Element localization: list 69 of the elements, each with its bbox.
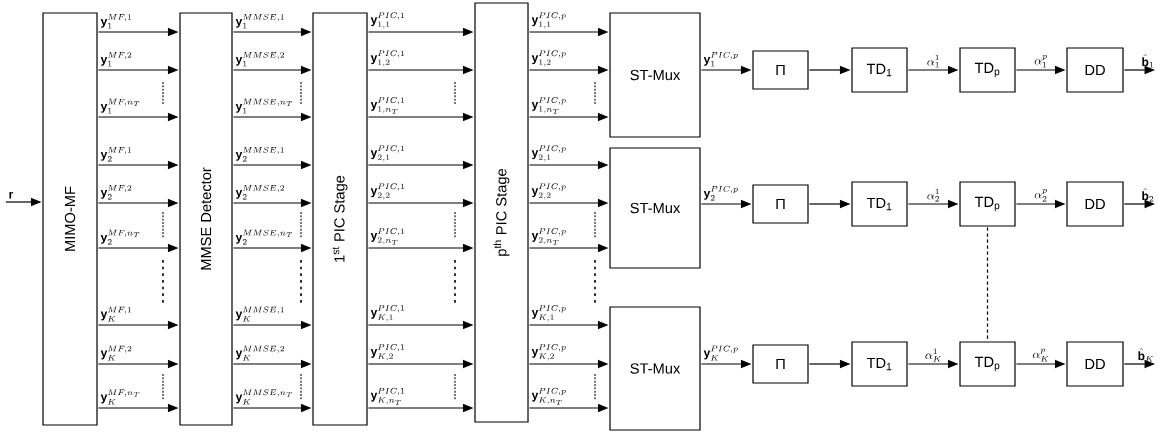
edge-label: $\mathbf{y}_{2,2}^{PIC,p}$ bbox=[531, 183, 566, 200]
edge-label: $\mathbf{y}_{1}^{MF,n_T}$ bbox=[100, 98, 140, 114]
edge-label: $\mathbf{y}_{1}^{MF,1}$ bbox=[100, 14, 131, 29]
edge-label: $\mathbf{y}_{1,2}^{PIC,p}$ bbox=[531, 50, 566, 67]
edge-label: $\mathbf{y}_{K,n_T}^{PIC,1}$ bbox=[370, 387, 404, 405]
edge-label: $\mathbf{y}_{1}^{MF,2}$ bbox=[100, 52, 132, 67]
edge-label: $\alpha_{2}^{1}$ bbox=[927, 188, 939, 202]
edge-label: $\mathbf{y}_{1,n_T}^{PIC,1}$ bbox=[370, 97, 404, 114]
block: Π bbox=[752, 50, 809, 90]
edge-label: $\mathbf{y}_{1}^{MMSE,n_T}$ bbox=[235, 98, 293, 114]
edge-label: $\mathbf{y}_{2}^{MF,n_T}$ bbox=[100, 229, 140, 245]
edge-label: $\mathbf{y}_{K}^{MMSE,2}$ bbox=[235, 345, 285, 361]
block: TD$_{1}$ bbox=[851, 181, 908, 227]
edge-label: $\mathbf{y}_{K,1}^{PIC,p}$ bbox=[531, 305, 566, 322]
edge-label: $\mathbf{y}_{K,2}^{PIC,p}$ bbox=[531, 344, 566, 361]
block: TD$_{p}$ bbox=[959, 47, 1016, 93]
edge-label: $\mathbf{y}_{K,1}^{PIC,1}$ bbox=[370, 305, 404, 322]
block: MMSE Detector bbox=[179, 12, 233, 426]
block: ST-Mux bbox=[609, 147, 701, 269]
edge-label: $\mathbf{y}_{1,n_T}^{PIC,p}$ bbox=[531, 97, 566, 114]
block: ST-Mux bbox=[609, 306, 701, 431]
edge-label: $\mathbf{y}_{K}^{MMSE,n_T}$ bbox=[235, 389, 293, 405]
block: DD bbox=[1066, 47, 1124, 93]
block: TD$_{1}$ bbox=[851, 341, 908, 387]
block: TD$_{1}$ bbox=[851, 47, 908, 93]
edge-label: $\mathbf{y}_{1}^{MMSE,2}$ bbox=[235, 51, 285, 67]
edge-label: $\mathbf{y}_{2}^{MF,2}$ bbox=[100, 185, 132, 200]
edge-label: $\mathbf{y}_{2}^{MMSE,2}$ bbox=[235, 184, 285, 200]
edge-label: $\mathbf{y}_{K}^{PIC,p}$ bbox=[703, 345, 738, 361]
edge-label: $\mathbf{y}_{2}^{MMSE,1}$ bbox=[235, 146, 284, 162]
edge-label: $\mathbf{y}_{K,2}^{PIC,1}$ bbox=[370, 344, 404, 361]
block: ST-Mux bbox=[609, 12, 701, 138]
edge-label: $\alpha_{K}^{p}$ bbox=[1032, 348, 1049, 362]
edge-label: $\mathbf{y}_{2,1}^{PIC,1}$ bbox=[370, 145, 404, 162]
edge-label: $\mathbf{y}_{K}^{MF,n_T}$ bbox=[100, 389, 140, 405]
edge-label: $\mathbf{y}_{2,n_T}^{PIC,p}$ bbox=[531, 228, 566, 245]
edge-label: $\mathbf{y}_{2}^{MF,1}$ bbox=[100, 147, 131, 162]
block: TD$_{p}$ bbox=[959, 181, 1016, 227]
edge-label: $\mathbf{y}_{2,2}^{PIC,1}$ bbox=[370, 183, 404, 200]
block: DD bbox=[1066, 181, 1124, 227]
block: 1$^{st}$ PIC Stage bbox=[312, 12, 368, 426]
connector-line bbox=[986, 226, 989, 342]
edge-label: $\mathbf{y}_{K}^{MMSE,1}$ bbox=[235, 306, 284, 322]
edge-label: $\alpha_{1}^{p}$ bbox=[1034, 55, 1047, 68]
block: Π bbox=[752, 344, 809, 384]
edge-label: $\mathbf{y}_{2,n_T}^{PIC,1}$ bbox=[370, 228, 404, 245]
edge-label: $\hat{\mathbf{b}}_{2}$ bbox=[1142, 188, 1154, 202]
edge-label: $\mathbf{y}_{1,2}^{PIC,1}$ bbox=[370, 50, 404, 67]
edge-label: $\mathbf{y}_{K}^{MF,2}$ bbox=[100, 345, 132, 361]
edge-label: $\alpha_{K}^{1}$ bbox=[925, 348, 941, 362]
block: p$^{th}$ PIC Stage bbox=[474, 2, 529, 423]
block: TD$_{p}$ bbox=[959, 341, 1016, 387]
edge-label: $\mathbf{y}_{2}^{PIC,p}$ bbox=[703, 185, 738, 201]
edge-label: $\hat{\mathbf{b}}_{K}$ bbox=[1138, 348, 1154, 362]
edge-label: $\mathbf{y}_{1,1}^{PIC,1}$ bbox=[370, 12, 404, 29]
edge-label: $\alpha_{1}^{1}$ bbox=[927, 54, 939, 68]
edge-label: $\alpha_{2}^{p}$ bbox=[1034, 189, 1047, 202]
edge-label: $\mathbf{r}$ bbox=[9, 191, 14, 199]
block: Π bbox=[752, 184, 809, 224]
edge-label: $\mathbf{y}_{1}^{MMSE,1}$ bbox=[235, 13, 284, 29]
edge-label: $\hat{\mathbf{b}}_{1}$ bbox=[1142, 54, 1153, 68]
edge-label: $\mathbf{y}_{K,n_T}^{PIC,p}$ bbox=[531, 387, 566, 405]
edge-label: $\mathbf{y}_{1,1}^{PIC,p}$ bbox=[531, 12, 566, 29]
block: MIMO-MF bbox=[42, 12, 98, 426]
edge-label: $\mathbf{y}_{2}^{MMSE,n_T}$ bbox=[235, 229, 293, 245]
edge-label: $\mathbf{y}_{K}^{MF,1}$ bbox=[100, 306, 131, 322]
edge-label: $\mathbf{y}_{1}^{PIC,p}$ bbox=[703, 51, 738, 67]
edge-label: $\mathbf{y}_{2,1}^{PIC,p}$ bbox=[531, 145, 566, 162]
block: DD bbox=[1066, 341, 1124, 387]
